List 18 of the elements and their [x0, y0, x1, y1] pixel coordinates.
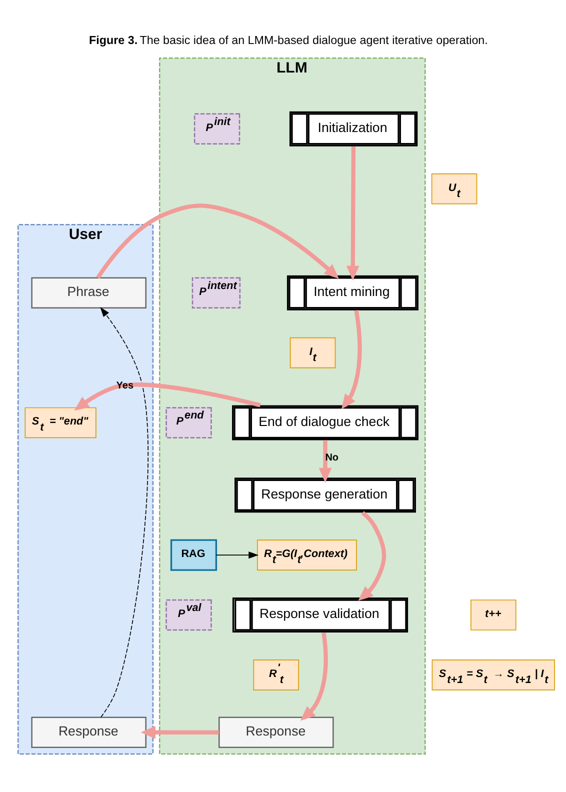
- arrow: [74, 382, 261, 410]
- arrow: [300, 632, 328, 720]
- arrow: [341, 310, 362, 409]
- node-box: Phrase: [31, 276, 146, 308]
- diagram-title: Figure 3. The basic idea of an LMM-based dialogue agent iterative operation.: [89, 34, 488, 47]
- arrow: [100, 306, 148, 717]
- arrow: [96, 203, 339, 278]
- node-box: Response: [218, 716, 334, 748]
- node-box: t++: [470, 599, 516, 630]
- node-box: Response: [31, 716, 146, 748]
- arrow: [318, 440, 332, 482]
- node-box: RAG: [170, 538, 218, 570]
- arrow: [140, 725, 219, 738]
- arrow: [216, 551, 259, 558]
- arrow: [358, 510, 386, 600]
- edge-label: Yes: [116, 380, 134, 391]
- edge-label: No: [325, 452, 339, 464]
- arrow: [346, 146, 360, 280]
